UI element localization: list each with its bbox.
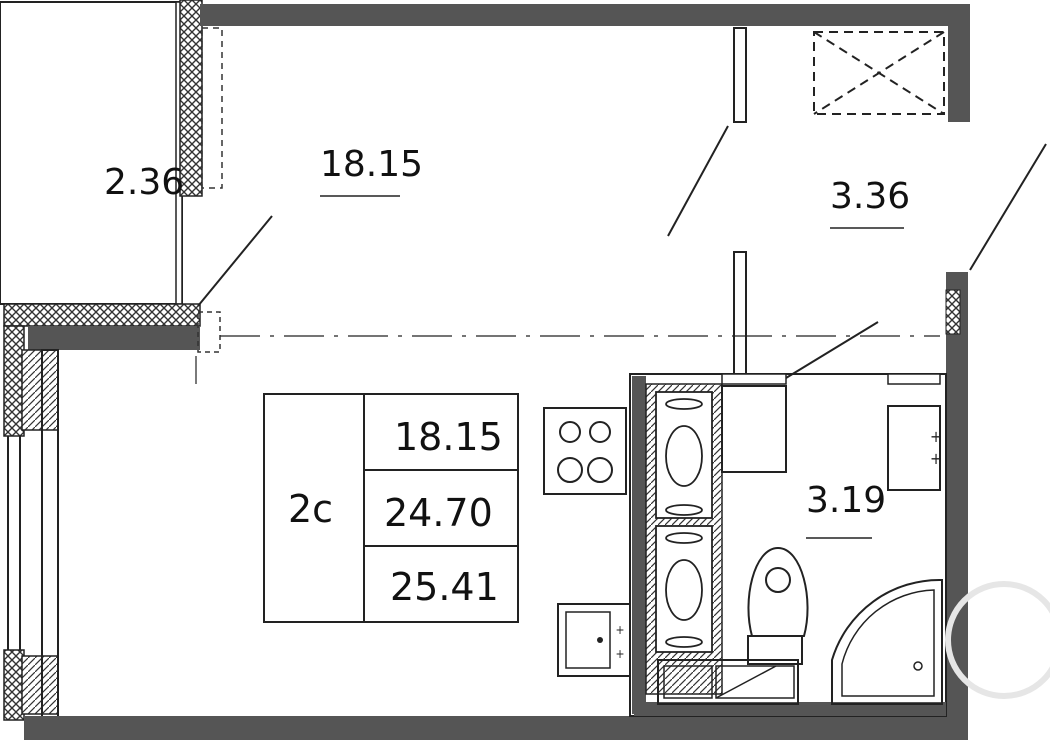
balcony-area-label: 2.36	[104, 162, 184, 203]
apartment-type: 2с	[288, 487, 333, 531]
bathroom-area-label: 3.19	[806, 480, 886, 521]
summary-total-area: 24.70	[384, 491, 493, 535]
kitchen-sink: + +	[557, 603, 631, 677]
left-wall	[3, 325, 25, 437]
right-wall-hatch	[945, 289, 961, 335]
shower-tray	[831, 578, 943, 705]
door-swing-3	[785, 321, 879, 379]
door-jamb	[197, 311, 221, 353]
balcony	[0, 1, 183, 305]
svg-text:+: +	[615, 647, 624, 661]
door-swing-2	[197, 215, 273, 307]
bathroom: + +	[629, 373, 947, 717]
hall-area-label: 3.36	[830, 176, 910, 217]
window-frame	[201, 27, 223, 189]
wall-segment	[28, 326, 200, 350]
stove	[543, 407, 627, 495]
svg-text:+: +	[615, 623, 624, 637]
summary-total-with-balcony: 25.41	[390, 565, 499, 609]
bathroom-sink	[887, 405, 941, 491]
partition-mid	[733, 251, 747, 381]
summary-living-area: 18.15	[394, 415, 503, 459]
left-window-lower	[21, 655, 59, 715]
svg-text:+: +	[930, 449, 942, 468]
partition-top	[733, 27, 747, 123]
door-swing-1	[667, 125, 729, 237]
living-area-label: 18.15	[320, 144, 423, 185]
bottom-wall	[24, 716, 968, 740]
top-wall	[200, 4, 970, 26]
watermark-seal	[945, 581, 1050, 699]
toilet-bowl	[747, 546, 809, 637]
summary-table	[263, 393, 519, 623]
door-swing-4	[969, 143, 1047, 271]
left-window	[21, 349, 59, 431]
svg-text:+: +	[930, 427, 942, 446]
balcony-bottom-wall	[3, 303, 201, 327]
left-wall-lower	[3, 649, 25, 721]
wardrobe	[813, 31, 945, 115]
right-wall-top	[948, 4, 970, 122]
